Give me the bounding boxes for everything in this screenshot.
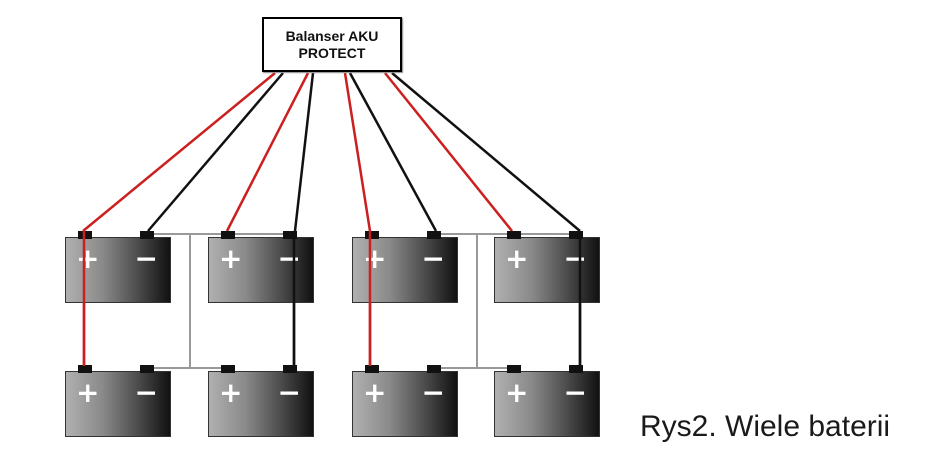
- negative-terminal: [140, 365, 154, 373]
- minus-symbol: −: [277, 242, 301, 275]
- positive-terminal: [365, 231, 379, 239]
- positive-terminal: [507, 231, 521, 239]
- figure-caption: Rys2. Wiele baterii: [640, 410, 891, 443]
- plus-symbol: +: [363, 242, 387, 275]
- negative-terminal: [427, 365, 441, 373]
- wire-positive-1: [82, 72, 276, 232]
- negative-terminal: [569, 231, 583, 239]
- wire-negative-4: [391, 72, 581, 232]
- minus-symbol: −: [563, 376, 587, 409]
- positive-terminal: [78, 365, 92, 373]
- positive-terminal: [365, 365, 379, 373]
- minus-symbol: −: [421, 376, 445, 409]
- positive-terminal: [221, 231, 235, 239]
- wire-positive-2: [225, 72, 310, 232]
- minus-symbol: −: [134, 242, 158, 275]
- balancer-subtitle: PROTECT: [298, 44, 366, 61]
- minus-symbol: −: [277, 376, 301, 409]
- battery-top-3: + −: [352, 231, 458, 303]
- negative-terminal: [283, 231, 297, 239]
- plus-symbol: +: [363, 376, 387, 409]
- battery-bottom-1: + −: [65, 365, 171, 437]
- negative-terminal: [283, 365, 297, 373]
- wire-positive-3: [343, 72, 372, 232]
- plus-symbol: +: [219, 376, 243, 409]
- balancer-box: Balanser AKU PROTECT: [262, 17, 402, 72]
- plus-symbol: +: [505, 376, 529, 409]
- battery-top-1: + −: [65, 231, 171, 303]
- positive-terminal: [507, 365, 521, 373]
- negative-terminal: [140, 231, 154, 239]
- positive-terminal: [221, 365, 235, 373]
- battery-bottom-4: + −: [494, 365, 600, 437]
- plus-symbol: +: [219, 242, 243, 275]
- wire-negative-2: [293, 72, 315, 232]
- balancer-title: Balanser AKU: [285, 27, 379, 44]
- negative-terminal: [427, 231, 441, 239]
- battery-top-4: + −: [494, 231, 600, 303]
- plus-symbol: +: [505, 242, 529, 275]
- minus-symbol: −: [563, 242, 587, 275]
- bus-bars: [150, 233, 580, 369]
- wire-negative-1: [147, 72, 284, 232]
- wire-positive-4: [384, 72, 513, 232]
- positive-terminal: [78, 231, 92, 239]
- battery-bottom-3: + −: [352, 365, 458, 437]
- plus-symbol: +: [76, 242, 100, 275]
- battery-bottom-2: + −: [208, 365, 314, 437]
- battery-top-2: + −: [208, 231, 314, 303]
- wire-negative-3: [348, 72, 438, 232]
- minus-symbol: −: [421, 242, 445, 275]
- negative-terminal: [569, 365, 583, 373]
- minus-symbol: −: [134, 376, 158, 409]
- balancer-wires: [82, 72, 581, 232]
- plus-symbol: +: [76, 376, 100, 409]
